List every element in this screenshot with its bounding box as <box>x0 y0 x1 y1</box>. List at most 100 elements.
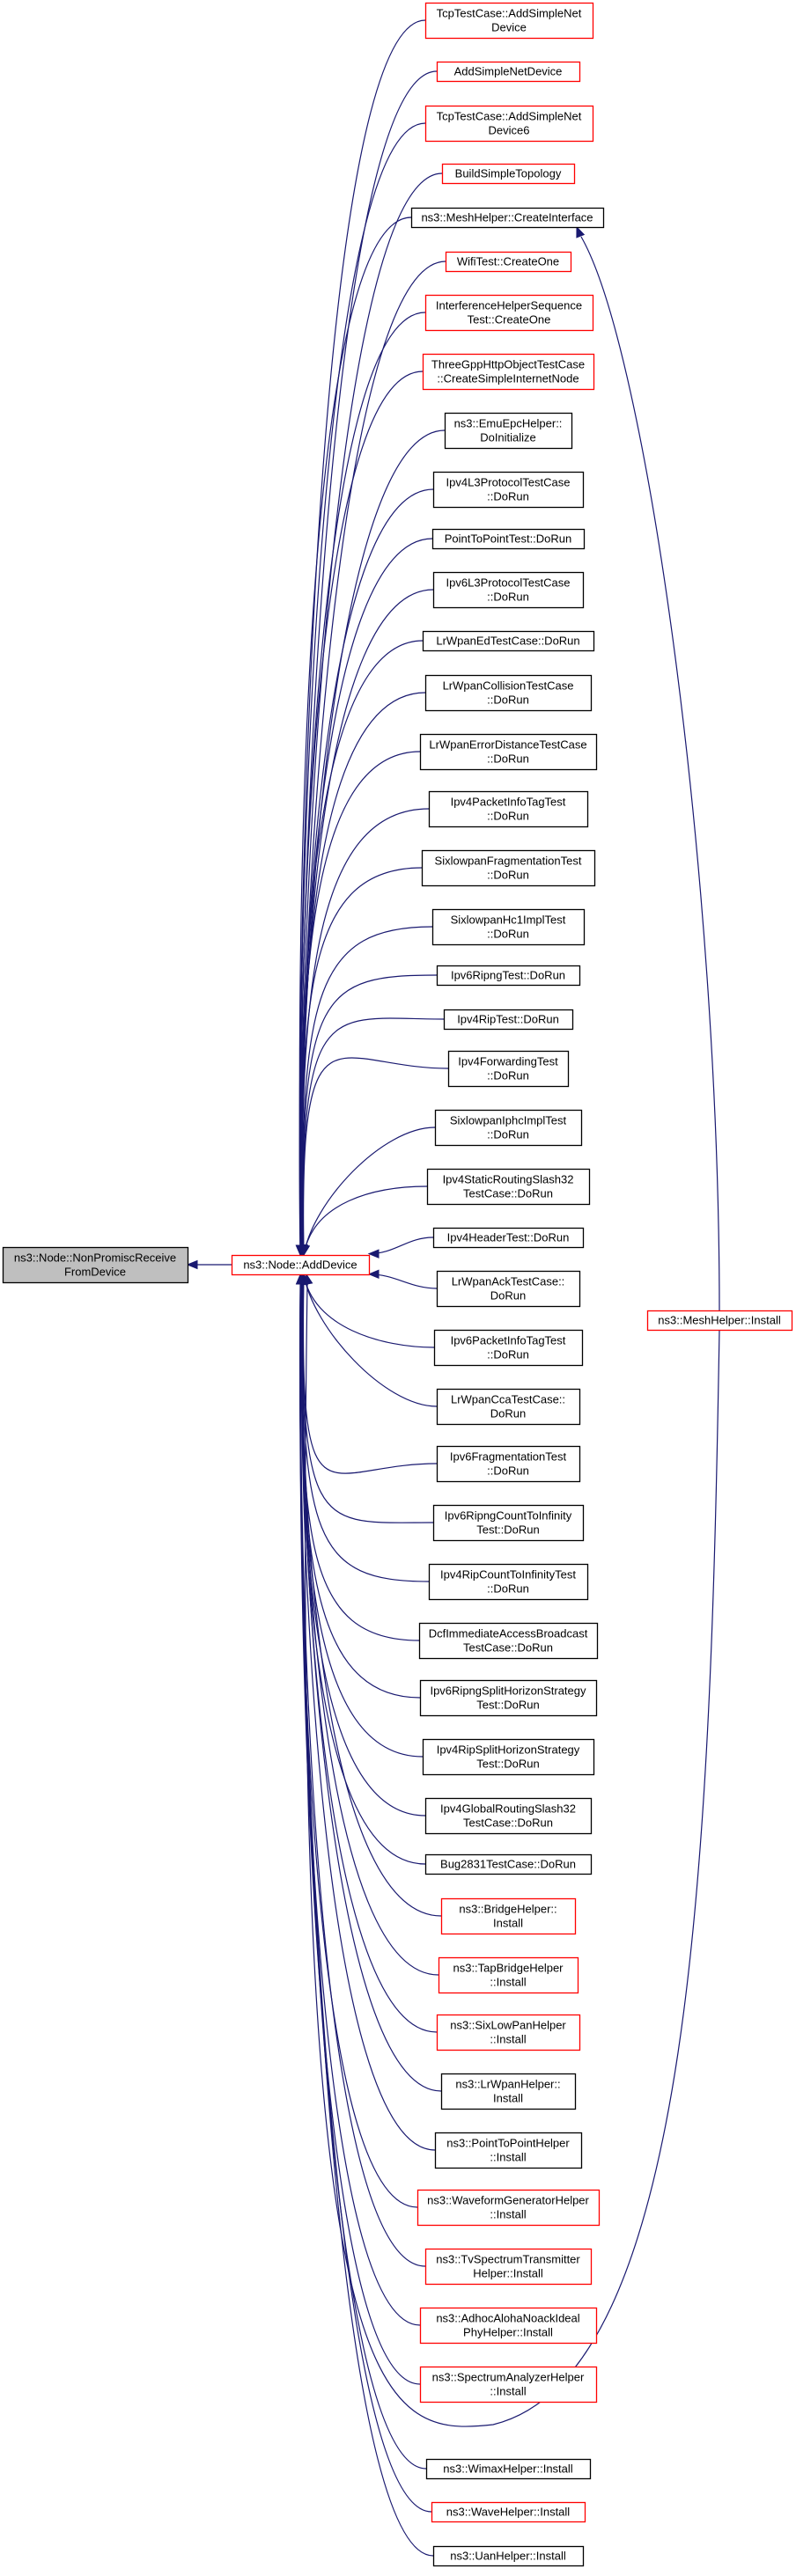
caller-node-c3[interactable]: BuildSimpleTopology <box>441 163 576 185</box>
caller-node-c27-box <box>436 1445 581 1483</box>
caller-node-c18[interactable]: Ipv6RipngTest::DoRun <box>436 965 581 987</box>
caller-node-c9[interactable]: Ipv4L3ProtocolTestCase::DoRun <box>432 471 585 509</box>
caller-node-c7[interactable]: ThreeGppHttpObjectTestCase::CreateSimple… <box>422 353 595 391</box>
caller-node-c30[interactable]: DcfImmediateAccessBroadcastTestCase::DoR… <box>418 1622 599 1660</box>
caller-node-c35-box <box>440 1897 577 1935</box>
caller-node-c19[interactable]: Ipv4RipTest::DoRun <box>443 1009 574 1031</box>
caller-node-c5-label-line: WifiTest::CreateOne <box>457 255 559 268</box>
caller-node-c29-label-line: Ipv4RipCountToInfinityTest <box>440 1568 576 1582</box>
caller-node-c16[interactable]: SixlowpanFragmentationTest::DoRun <box>421 849 596 887</box>
caller-node-c34[interactable]: Bug2831TestCase::DoRun <box>424 1853 593 1875</box>
arrowhead-c46 <box>295 1273 306 1285</box>
caller-node-c45-box <box>431 2501 586 2523</box>
caller-node-c37-label-line: ::Install <box>490 2033 526 2046</box>
caller-node-c24[interactable]: LrWpanAckTestCase::DoRun <box>436 1270 581 1308</box>
caller-node-c9-label-line: Ipv4L3ProtocolTestCase <box>446 476 571 489</box>
add-device-node[interactable]: ns3::Node::AddDevice <box>231 1254 371 1276</box>
caller-node-c17[interactable]: SixlowpanHc1ImplTest::DoRun <box>431 908 586 946</box>
caller-node-c43-label-line: ns3::SpectrumAnalyzerHelper <box>432 2371 585 2384</box>
caller-node-c23-box <box>432 1227 585 1249</box>
caller-node-c11[interactable]: Ipv6L3ProtocolTestCase::DoRun <box>432 571 585 609</box>
caller-node-c4[interactable]: ns3::MeshHelper::CreateInterface <box>410 207 605 229</box>
edge-c46-to-add-device <box>299 1273 434 2557</box>
edge-c15-to-add-device <box>301 808 430 1256</box>
caller-node-c0-label-line: Device <box>491 21 527 34</box>
caller-node-c27[interactable]: Ipv6FragmentationTest::DoRun <box>436 1445 581 1483</box>
caller-node-c13[interactable]: LrWpanCollisionTestCase::DoRun <box>424 674 593 712</box>
caller-node-c20-box <box>447 1050 570 1088</box>
caller-node-c9-box <box>432 471 585 509</box>
caller-node-c41[interactable]: ns3::TvSpectrumTransmitterHelper::Instal… <box>424 2248 593 2286</box>
edge-c2-to-add-device <box>299 122 426 1256</box>
caller-node-c38[interactable]: ns3::LrWpanHelper::Install <box>440 2073 577 2110</box>
caller-node-c31-label-line: Ipv6RipngSplitHorizonStrategy <box>430 1684 586 1698</box>
root-node-label-line: ns3::Node::NonPromiscReceive <box>14 1251 176 1265</box>
caller-node-c37[interactable]: ns3::SixLowPanHelper::Install <box>436 2014 581 2051</box>
caller-node-c6-box <box>424 294 594 332</box>
caller-node-c14-label-line: ::DoRun <box>487 752 529 766</box>
caller-node-c22-label-line: Ipv4StaticRoutingSlash32 <box>443 1173 574 1186</box>
caller-node-c46-box <box>432 2545 585 2567</box>
edge-c24-to-add-device <box>368 1273 438 1289</box>
caller-node-c29[interactable]: Ipv4RipCountToInfinityTest::DoRun <box>428 1563 589 1601</box>
caller-node-c40[interactable]: ns3::WaveformGeneratorHelper::Install <box>416 2189 601 2227</box>
caller-node-c12[interactable]: LrWpanEdTestCase::DoRun <box>422 630 595 652</box>
caller-node-c8-label-line: DoInitialize <box>480 431 536 444</box>
caller-node-c16-label-line: ::DoRun <box>487 869 529 882</box>
caller-node-c24-label-line: LrWpanAckTestCase:: <box>452 1275 565 1288</box>
caller-node-c6[interactable]: InterferenceHelperSequenceTest::CreateOn… <box>424 294 594 332</box>
caller-node-c45[interactable]: ns3::WaveHelper::Install <box>431 2501 586 2523</box>
caller-node-c39[interactable]: ns3::PointToPointHelper::Install <box>434 2132 583 2169</box>
caller-node-c27-label-line: Ipv6FragmentationTest <box>450 1450 567 1464</box>
caller-node-c26-box <box>436 1388 581 1426</box>
caller-node-c21[interactable]: SixlowpanIphcImplTest::DoRun <box>434 1109 583 1147</box>
edge-c39-to-add-device <box>300 1273 436 2151</box>
caller-node-c28-label-line: Ipv6RipngCountToInfinity <box>445 1509 572 1523</box>
caller-node-c1[interactable]: AddSimpleNetDevice <box>436 61 581 83</box>
caller-node-c10-label-line: PointToPointTest::DoRun <box>445 532 572 546</box>
caller-node-c16-box <box>421 849 596 887</box>
caller-node-c27-label-line: ::DoRun <box>487 1464 529 1478</box>
caller-node-c25[interactable]: Ipv6PacketInfoTagTest::DoRun <box>433 1329 584 1367</box>
caller-node-c31-box <box>419 1679 598 1717</box>
caller-node-c42-label-line: ns3::AdhocAlohaNoackIdeal <box>436 2312 579 2325</box>
caller-node-c26[interactable]: LrWpanCcaTestCase::DoRun <box>436 1388 581 1426</box>
caller-node-c15[interactable]: Ipv4PacketInfoTagTest::DoRun <box>428 790 589 828</box>
caller-node-c36[interactable]: ns3::TapBridgeHelper::Install <box>438 1956 579 1994</box>
arrowhead-c22 <box>300 1244 311 1257</box>
caller-node-c35[interactable]: ns3::BridgeHelper::Install <box>440 1897 577 1935</box>
caller-node-c35-label-line: ns3::BridgeHelper:: <box>459 1903 556 1916</box>
caller-node-c22-label-line: TestCase::DoRun <box>463 1187 553 1200</box>
caller-node-c32-box <box>422 1738 595 1776</box>
edge-c19-to-add-device <box>302 1017 445 1256</box>
caller-node-c33-label-line: TestCase::DoRun <box>463 1816 553 1830</box>
caller-node-c23[interactable]: Ipv4HeaderTest::DoRun <box>432 1227 585 1249</box>
edge-c40-to-add-device <box>299 1273 418 2208</box>
caller-node-c2-label-line: TcpTestCase::AddSimpleNet <box>437 110 582 123</box>
caller-node-c42[interactable]: ns3::AdhocAlohaNoackIdealPhyHelper::Inst… <box>419 2307 598 2345</box>
caller-node-c46[interactable]: ns3::UanHelper::Install <box>432 2545 585 2567</box>
caller-node-c44[interactable]: ns3::WimaxHelper::Install <box>425 2458 592 2480</box>
caller-node-c3-box <box>441 163 576 185</box>
caller-node-c41-label-line: ns3::TvSpectrumTransmitter <box>436 2253 580 2266</box>
caller-node-c38-label-line: ns3::LrWpanHelper:: <box>455 2078 560 2091</box>
caller-node-c20[interactable]: Ipv4ForwardingTest::DoRun <box>447 1050 570 1088</box>
caller-node-c33-label-line: Ipv4GlobalRoutingSlash32 <box>440 1802 576 1816</box>
caller-node-c43-box <box>419 2366 598 2404</box>
caller-node-c6-label-line: InterferenceHelperSequence <box>436 299 582 312</box>
caller-node-c0[interactable]: TcpTestCase::AddSimpleNetDevice <box>424 2 594 40</box>
caller-node-c43[interactable]: ns3::SpectrumAnalyzerHelper::Install <box>419 2366 598 2404</box>
mesh-install-node[interactable]: ns3::MeshHelper::Install <box>646 1310 793 1332</box>
caller-node-c10[interactable]: PointToPointTest::DoRun <box>431 528 586 550</box>
caller-node-c5[interactable]: WifiTest::CreateOne <box>445 251 572 273</box>
caller-node-c40-label-line: ::Install <box>490 2208 526 2221</box>
caller-node-c8[interactable]: ns3::EmuEpcHelper::DoInitialize <box>444 412 573 450</box>
caller-node-c14[interactable]: LrWpanErrorDistanceTestCase::DoRun <box>419 733 598 771</box>
